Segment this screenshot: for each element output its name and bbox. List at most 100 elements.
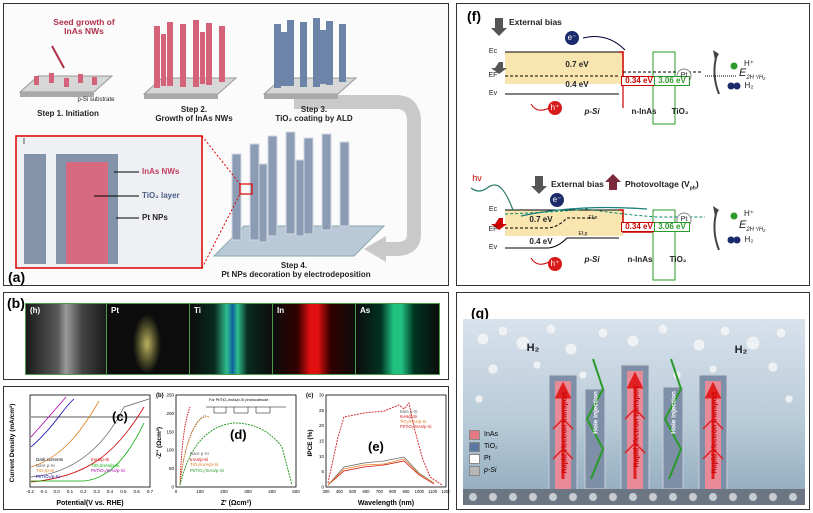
jv-x-tick-8: 0.6 bbox=[134, 489, 141, 494]
ipce-curve-bare bbox=[327, 456, 435, 486]
band-diagrams bbox=[470, 18, 741, 281]
jv-x-tick-3: 0.1 bbox=[67, 489, 74, 494]
jv-ylabel: Current Density (mA/cm²) bbox=[9, 404, 16, 483]
g-legend: InAs TiO₂ Pt p-Si bbox=[469, 429, 529, 477]
f-bot-e04: 0.4 eV bbox=[529, 237, 553, 246]
nyquist-circuit-note: For Pt/TiO₂/InAs/p-Si photocathode bbox=[209, 398, 268, 402]
jv-legend-0: Dark currents bbox=[36, 457, 64, 462]
g-h2-right: H₂ bbox=[734, 344, 748, 356]
f-bot-e2h-main: E bbox=[739, 219, 747, 231]
ipce-x-tick-0: 300 bbox=[323, 489, 331, 494]
jv-legend-2: TiO₂/p-Si bbox=[36, 468, 55, 473]
g-scene: H₂ H₂ Rapid electron transport Rapid ele… bbox=[463, 319, 805, 505]
f-top-h2: H₂ bbox=[744, 81, 754, 90]
ipce-curve-pttio2inas bbox=[327, 401, 443, 486]
panel-b: (b) (h) Pt Ti In As bbox=[3, 292, 449, 380]
panel-e-label: (e) bbox=[368, 439, 384, 454]
nyquist-ylabel: -Z'' (Ωcm²) bbox=[156, 427, 163, 459]
f-top-psi: p-Si bbox=[584, 107, 600, 116]
ipce-x-tick-2: 500 bbox=[349, 489, 357, 494]
g-transport-2: Rapid electron transport bbox=[633, 386, 641, 468]
jv-x-tick-6: 0.4 bbox=[107, 489, 114, 494]
ipce-y-tick-4: 20 bbox=[319, 423, 325, 428]
f-bot-tio2: TiO₂ bbox=[669, 255, 687, 264]
eds-tile-ti-label: Ti bbox=[194, 306, 201, 315]
g-h2-left: H₂ bbox=[526, 342, 540, 354]
nyquist-legend: Bare p-Si InAs/p-Si TiO₂/InAs/p-Si Pt/Ti… bbox=[190, 451, 260, 473]
eds-map-strip: (h) Pt Ti In As bbox=[25, 303, 440, 375]
jv-legend-6: Pt/TiO₂/InAs/p-Si bbox=[91, 468, 125, 473]
f-bot-psi: p-Si bbox=[584, 255, 600, 264]
jv-xlabel: Potential(V vs. RHE) bbox=[56, 500, 123, 507]
nyquist-legend-0: Bare p-Si bbox=[190, 451, 209, 456]
step4-desc: Pt NPs decoration by electrodeposition bbox=[221, 270, 371, 279]
eds-tile-h-label: (h) bbox=[30, 306, 41, 315]
eds-tile-as-label: As bbox=[360, 306, 371, 315]
f-top-e306: 3.06 eV bbox=[654, 76, 690, 87]
f-top-hole: h⁺ bbox=[550, 103, 560, 112]
nyquist-x-tick-4: 400 bbox=[268, 489, 276, 494]
ipce-tag: (c) bbox=[306, 393, 313, 399]
seed-note: Seed growth of InAs NWs bbox=[53, 17, 115, 36]
nyquist-x-tick-2: 200 bbox=[220, 489, 228, 494]
f-top-e034: 0.34 eV bbox=[621, 76, 657, 87]
legend-pt: Pt NPs bbox=[142, 213, 168, 222]
ipce-x-tick-1: 400 bbox=[336, 489, 344, 494]
jv-x-tick-1: -0.1 bbox=[39, 489, 47, 494]
nyquist-xlabel: Z' (Ωcm²) bbox=[221, 500, 252, 507]
ipce-x-tick-8: 1100 bbox=[428, 489, 438, 494]
g-legend-swatch-1 bbox=[469, 442, 480, 452]
f-top-tio2: TiO₂ bbox=[671, 107, 689, 116]
eds-tile-pt-label: Pt bbox=[111, 306, 119, 315]
nyquist-tag: (b) bbox=[156, 393, 164, 399]
ipce-y-tick-5: 25 bbox=[319, 408, 325, 413]
jv-chart: Current Density (mA/cm²) Potential(V vs.… bbox=[9, 394, 154, 507]
nyquist-legend-1: InAs/p-Si bbox=[190, 456, 209, 462]
f-bot-photovoltage: Photovoltage (Vph) bbox=[625, 179, 699, 192]
f-top-hplus: H⁺ bbox=[744, 59, 754, 68]
f-bot-hole: h⁺ bbox=[550, 259, 560, 268]
jv-curve-tio2inas bbox=[31, 422, 145, 482]
jv-legend-3: Pt/TiO₂/p-Si bbox=[36, 473, 60, 479]
jv-curve-inas bbox=[30, 406, 145, 483]
f-bot-hplus: H⁺ bbox=[744, 209, 754, 218]
nyquist-circuit bbox=[206, 406, 286, 414]
step3-label: Step 3. bbox=[300, 105, 328, 114]
nyquist-y-tick-1: 50 bbox=[169, 466, 175, 471]
f-bot-photovoltage-sub: ph bbox=[689, 185, 696, 192]
nyquist-arc-inas bbox=[179, 406, 191, 486]
ipce-x-tick-5: 800 bbox=[389, 489, 397, 494]
panel-g-label: (g) bbox=[471, 305, 489, 321]
g-transport-1: Rapid electron transport bbox=[561, 392, 569, 474]
f-bot-hv: hν bbox=[472, 173, 482, 183]
jv-legend-5: TiO₂/InAs/p-Si bbox=[91, 462, 120, 468]
nyquist-arc-pttio2inas bbox=[179, 422, 293, 486]
f-bot-electron: e⁻ bbox=[552, 195, 562, 204]
jv-curve-tio2 bbox=[30, 400, 100, 468]
step2-desc: Growth of InAs NWs bbox=[155, 114, 233, 123]
eds-tile-in-label: In bbox=[277, 306, 285, 315]
inset-label: I bbox=[22, 137, 26, 146]
ipce-legend-1: InAs/p-Si bbox=[400, 414, 417, 419]
g-legend-swatch-3 bbox=[469, 466, 480, 476]
jv-x-tick-4: 0.2 bbox=[80, 489, 87, 494]
f-bot-e2h-sub: 2H⁺/H₂ bbox=[746, 227, 766, 234]
panel-a-label: (a) bbox=[8, 269, 26, 285]
ipce-curve-inas bbox=[327, 460, 435, 486]
nyquist-y-tick-3: 150 bbox=[166, 429, 174, 434]
eds-tile-as: As bbox=[356, 304, 439, 374]
g-legend-1: TiO₂ bbox=[484, 443, 498, 450]
nyquist-x-tick-5: 500 bbox=[292, 489, 300, 494]
g-injection-2: Hole injection bbox=[670, 391, 678, 434]
jv-x-tick-5: 0.3 bbox=[94, 489, 101, 494]
ipce-legend-0: Bare p-Si bbox=[400, 409, 418, 414]
ipce-xlabel: Wavelength (nm) bbox=[358, 500, 414, 507]
f-top-e07: 0.7 eV bbox=[565, 60, 589, 69]
ipce-y-tick-2: 10 bbox=[319, 454, 325, 459]
ipce-x-tick-4: 700 bbox=[376, 489, 384, 494]
panel-f: (f) bbox=[456, 3, 810, 286]
nyquist-y-tick-2: 100 bbox=[166, 448, 174, 453]
panel-c-label: (c) bbox=[112, 409, 128, 424]
eds-tile-h: (h) bbox=[26, 304, 107, 374]
f-top-electron: e⁻ bbox=[567, 33, 577, 42]
